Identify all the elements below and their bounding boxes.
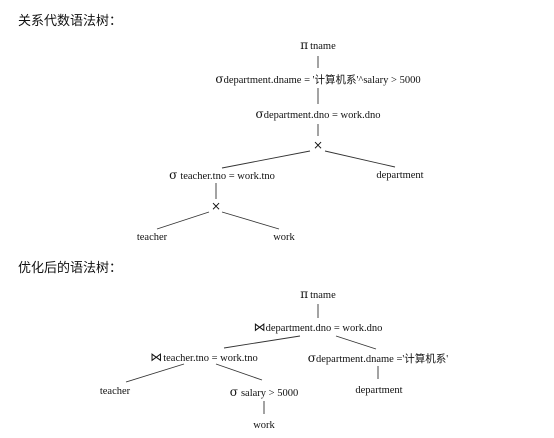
tree1-teacher-leaf: teacher [137, 232, 168, 243]
tree2-department-leaf: department [355, 385, 402, 396]
tree2-select-dept-node: σdepartment.dname ='计算机系' [308, 351, 448, 365]
tree1-project-attr: tname [310, 41, 336, 52]
tree1-product1-node: × [313, 138, 323, 152]
tree2-join1-cond: department.dno = work.dno [266, 323, 383, 334]
tree1-select1-node: σdepartment.dname = '计算机系'^salary > 5000 [215, 72, 420, 86]
tree1-select1-cond: department.dname = '计算机系'^salary > 5000 [224, 73, 421, 86]
sigma-symbol: σ [230, 385, 238, 399]
tree1-select2-node: σdepartment.dno = work.dno [256, 107, 381, 121]
edge-join1-join2 [223, 335, 301, 349]
edge-join2-select-salary [215, 363, 263, 381]
bowtie-join-icon: ⋈ [254, 320, 266, 334]
tree1-heading: 关系代数语法树： [18, 14, 123, 29]
sigma-symbol: σ [256, 107, 264, 121]
tree2-join2-cond: teacher.tno = work.tno [163, 353, 258, 364]
tree2-join1-node: ⋈department.dno = work.dno [254, 320, 383, 334]
tree2-select-salary-cond: salary > 5000 [241, 388, 298, 399]
tree2-join2-node: ⋈teacher.tno = work.tno [150, 350, 258, 364]
tree1-select3-cond: teacher.tno = work.tno [180, 171, 275, 182]
tree1-select2-cond: department.dno = work.dno [264, 110, 381, 121]
sigma-symbol: σ [215, 72, 223, 86]
edge-join2-teacher [125, 363, 185, 383]
edge-product2-work [221, 211, 280, 230]
edge-product1-select3 [221, 150, 311, 169]
sigma-symbol: σ [169, 168, 177, 182]
tree2-select-dept-cond: department.dname ='计算机系' [316, 352, 448, 365]
tree2-work-leaf: work [253, 420, 275, 431]
tree2-teacher-leaf: teacher [100, 386, 131, 397]
edge-product2-teacher [156, 211, 210, 230]
pi-symbol: π [300, 38, 308, 52]
tree2-project-attr: tname [310, 290, 336, 301]
tree1-product2-node: × [211, 199, 221, 213]
pi-symbol: π [300, 287, 308, 301]
edge-join1-select-dept [335, 335, 377, 350]
tree1-department-leaf: department [376, 170, 423, 181]
edge-product1-department [324, 150, 396, 168]
tree2-heading: 优化后的语法树： [18, 261, 123, 276]
tree1-work-leaf: work [273, 232, 295, 243]
bowtie-join-icon: ⋈ [150, 350, 162, 364]
sigma-symbol: σ [308, 351, 316, 365]
